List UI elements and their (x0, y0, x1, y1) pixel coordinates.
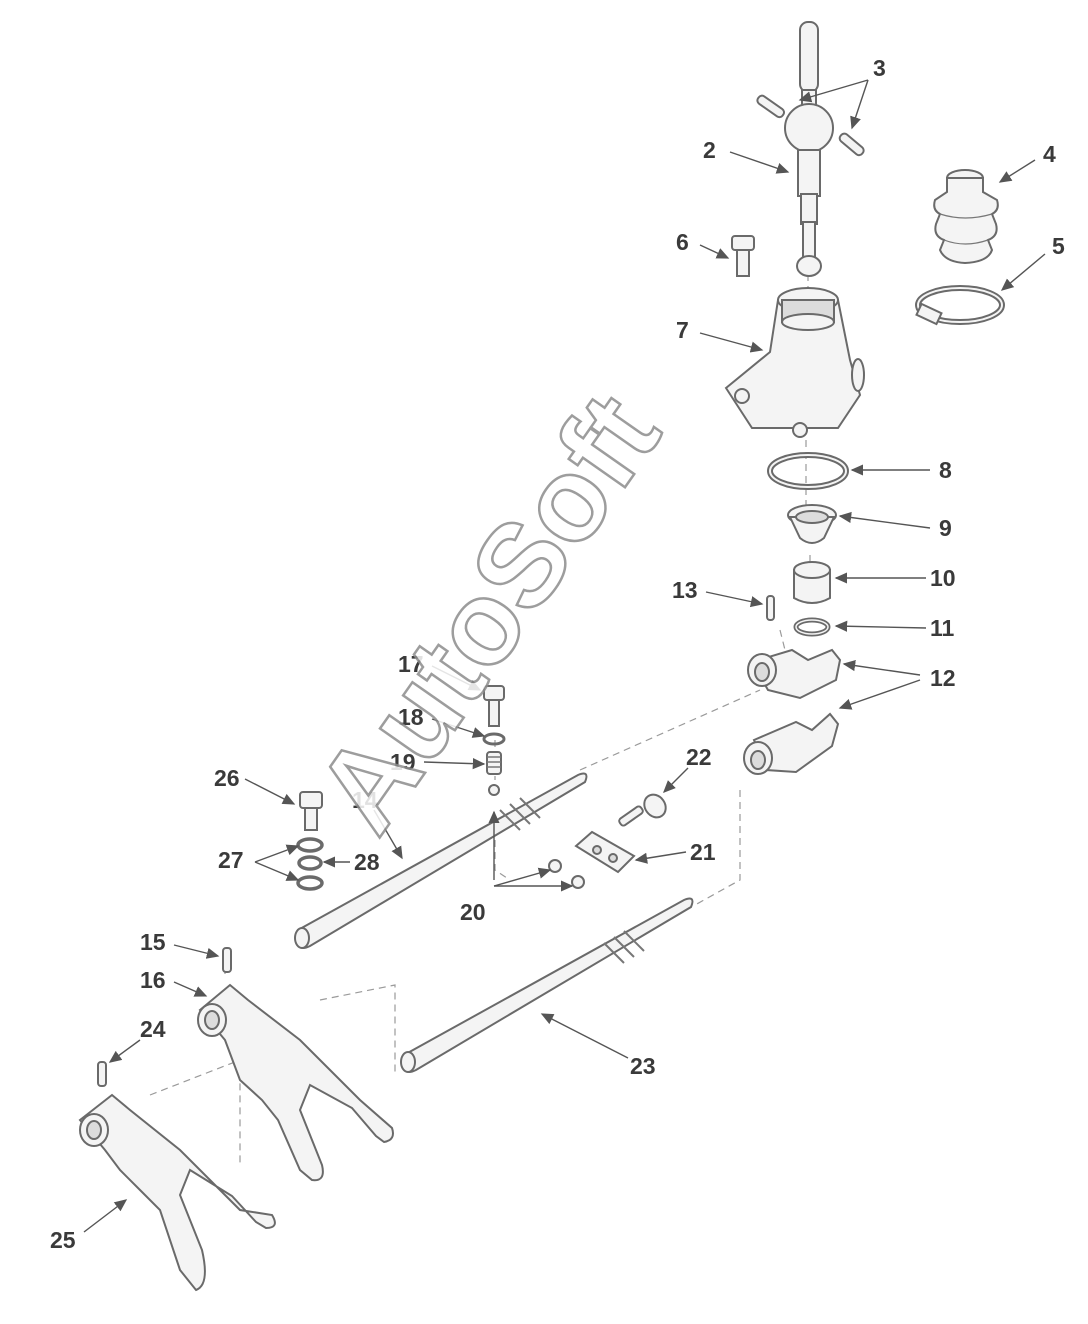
part-2-gear-lever (784, 21, 834, 277)
label-2: 2 (703, 137, 716, 163)
label-11: 11 (930, 615, 955, 641)
label-23: 23 (630, 1053, 656, 1079)
label-28: 28 (354, 849, 380, 875)
label-6: 6 (676, 229, 689, 255)
part-3-pins (756, 94, 865, 157)
label-24: 24 (140, 1016, 166, 1042)
label-13: 13 (672, 577, 698, 603)
part-11-ring (793, 617, 831, 637)
label-18: 18 (398, 704, 424, 730)
label-17: 17 (398, 651, 424, 677)
part-20-balls (548, 859, 585, 889)
label-14: 14 (352, 787, 378, 813)
part-13-pin (766, 595, 775, 621)
label-15: 15 (140, 929, 166, 955)
part-25-shift-fork (78, 1093, 276, 1292)
label-20: 20 (460, 899, 486, 925)
part-28-washer (297, 855, 323, 871)
part-8-gasket (767, 452, 849, 490)
part-22-screw (618, 793, 667, 827)
part-27-washers (296, 837, 324, 891)
label-5: 5 (1052, 233, 1065, 259)
label-3: 3 (873, 55, 886, 81)
label-21: 21 (690, 839, 716, 865)
part-4-boot (933, 169, 999, 265)
part-19-spring (486, 751, 502, 796)
part-6-bolt (731, 235, 755, 277)
part-17-bolt (483, 685, 505, 727)
label-12: 12 (930, 665, 956, 691)
label-22: 22 (686, 744, 712, 770)
part-18-washer (482, 732, 506, 746)
label-16: 16 (140, 967, 166, 993)
label-26: 26 (214, 765, 240, 791)
part-labels: 2 3 4 5 6 7 8 9 10 11 12 13 14 15 16 17 … (50, 55, 1065, 1253)
label-4: 4 (1043, 141, 1056, 167)
watermark-text: AutoSoft (291, 371, 685, 855)
part-5-clamp (915, 285, 1005, 326)
part-14-shift-rod (294, 772, 588, 949)
label-7: 7 (676, 317, 689, 343)
label-9: 9 (939, 515, 952, 541)
part-10-bushing (793, 561, 831, 604)
part-24-pin (97, 1061, 107, 1087)
part-15-pin (222, 947, 232, 973)
part-21-plate (574, 830, 636, 874)
label-25: 25 (50, 1227, 76, 1253)
leader-lines (83, 79, 1046, 1233)
part-23-shift-rod (400, 897, 694, 1073)
part-9-spring-seat (787, 504, 837, 544)
part-12-shift-blocks (743, 648, 842, 775)
part-26-bolt (299, 791, 323, 831)
label-8: 8 (939, 457, 952, 483)
label-19: 19 (390, 749, 416, 775)
part-7-housing (724, 287, 865, 438)
label-10: 10 (930, 565, 956, 591)
part-16-shift-fork (197, 983, 394, 1182)
label-27: 27 (218, 847, 244, 873)
